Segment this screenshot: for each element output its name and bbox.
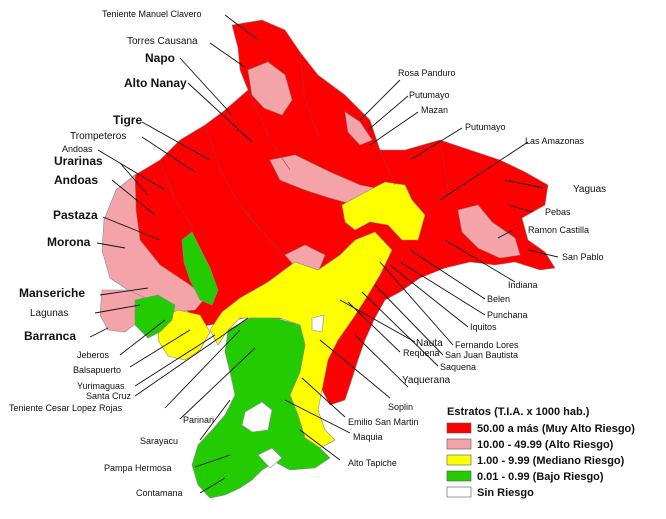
region-alto-putumayo: [344, 111, 373, 146]
region-sin-riesgo-2: [257, 447, 283, 469]
region-bajo-north: [181, 231, 219, 306]
label-napo: Napo: [145, 51, 175, 65]
region-mediano-main: [209, 231, 393, 449]
label-nauta: Nauta: [416, 338, 443, 349]
label-lagunas: Lagunas: [30, 308, 68, 319]
label-iquitos: Iquitos: [470, 322, 497, 332]
label-urarinas: Urarinas: [54, 154, 103, 168]
legend: Estratos (T.I.A. x 1000 hab.) 50.00 a má…: [446, 406, 635, 499]
label-requena: Requena: [403, 348, 440, 358]
label-trompeteros: Trompeteros: [70, 131, 126, 142]
district-borders: [159, 51, 451, 256]
label-pebas: Pebas: [545, 207, 571, 217]
label-barranca: Barranca: [24, 329, 76, 343]
leader-lines: [89, 14, 559, 494]
label-emilio-san-martin: Emilio San Martin: [348, 417, 419, 427]
label-ramon-castilla: Ramon Castilla: [528, 225, 589, 235]
label-morona: Morona: [47, 235, 91, 249]
label-pampa-hermosa: Pampa Hermosa: [104, 463, 172, 473]
label-belen: Belen: [487, 294, 510, 304]
legend-label-mediano: 1.00 - 9.99 (Mediano Riesgo): [477, 455, 625, 467]
label-teniente-cesar-lopez-rojas: Teniente Cesar Lopez Rojas: [9, 403, 123, 413]
label-andoas-1: Andoas: [62, 144, 93, 154]
legend-label-alto: 10.00 - 49.99 (Alto Riesgo): [477, 439, 614, 451]
legend-label-muy-alto: 50.00 a más (Muy Alto Riesgo): [477, 423, 635, 435]
label-fernando-lores: Fernando Lores: [455, 340, 519, 350]
label-teniente-manuel-clavero: Teniente Manuel Clavero: [102, 9, 202, 19]
region-alto-north: [247, 61, 293, 116]
label-tigre: Tigre: [113, 113, 142, 127]
label-mazan: Mazan: [421, 105, 448, 115]
label-putumayo-1: Putumayo: [409, 90, 450, 100]
label-balsapuerto: Balsapuerto: [73, 365, 121, 375]
label-putumayo-2: Putumayo: [465, 122, 506, 132]
region-sin-riesgo-1: [241, 401, 273, 433]
label-sarayacu: Sarayacu: [140, 436, 178, 446]
legend-title: Estratos (T.I.A. x 1000 hab.): [447, 406, 590, 418]
label-manseriche: Manseriche: [19, 286, 85, 300]
legend-label-bajo: 0.01 - 0.99 (Bajo Riesgo): [477, 471, 604, 483]
label-soplin: Soplin: [388, 402, 413, 412]
label-maquia: Maquia: [353, 432, 383, 442]
label-jeberos: Jeberos: [77, 350, 110, 360]
label-indiana: Indiana: [508, 280, 538, 290]
region-sin-riesgo-3: [311, 314, 325, 333]
legend-swatch-mediano: [446, 454, 472, 466]
label-santa-cruz: Santa Cruz: [86, 391, 132, 401]
label-pastaza: Pastaza: [53, 208, 98, 222]
label-yaguas: Yaguas: [573, 184, 606, 195]
label-torres-causana: Torres Causana: [127, 36, 198, 47]
legend-label-sin-riesgo: Sin Riesgo: [477, 487, 534, 499]
region-alto-east: [457, 204, 521, 259]
label-punchana: Punchana: [487, 310, 528, 320]
label-parinari: Parinari: [183, 415, 214, 425]
district-labels: Teniente Manuel Clavero Torres Causana N…: [9, 9, 606, 498]
label-alto-nanay: Alto Nanay: [124, 76, 187, 90]
legend-swatch-bajo: [446, 470, 472, 482]
region-alto-west: [101, 174, 206, 313]
label-yaquerana: Yaquerana: [402, 375, 451, 386]
label-san-pablo: San Pablo: [562, 252, 604, 262]
label-yurimaguas: Yurimaguas: [77, 381, 125, 391]
label-contamana: Contamana: [136, 488, 183, 498]
region-bajo-west: [134, 294, 176, 339]
label-andoas-2: Andoas: [54, 173, 98, 187]
region-mediano-ne: [341, 181, 426, 241]
label-san-juan-bautista: San Juan Bautista: [445, 350, 518, 360]
legend-swatch-sin-riesgo: [446, 486, 472, 498]
region-mediano-west: [157, 309, 211, 361]
label-alto-tapiche: Alto Tapiche: [348, 458, 397, 468]
legend-swatch-alto: [446, 438, 472, 450]
label-saquena: Saquena: [440, 362, 476, 372]
label-rosa-panduro: Rosa Panduro: [398, 68, 456, 78]
label-las-amazonas: Las Amazonas: [525, 136, 585, 146]
legend-swatch-muy-alto: [446, 422, 472, 434]
